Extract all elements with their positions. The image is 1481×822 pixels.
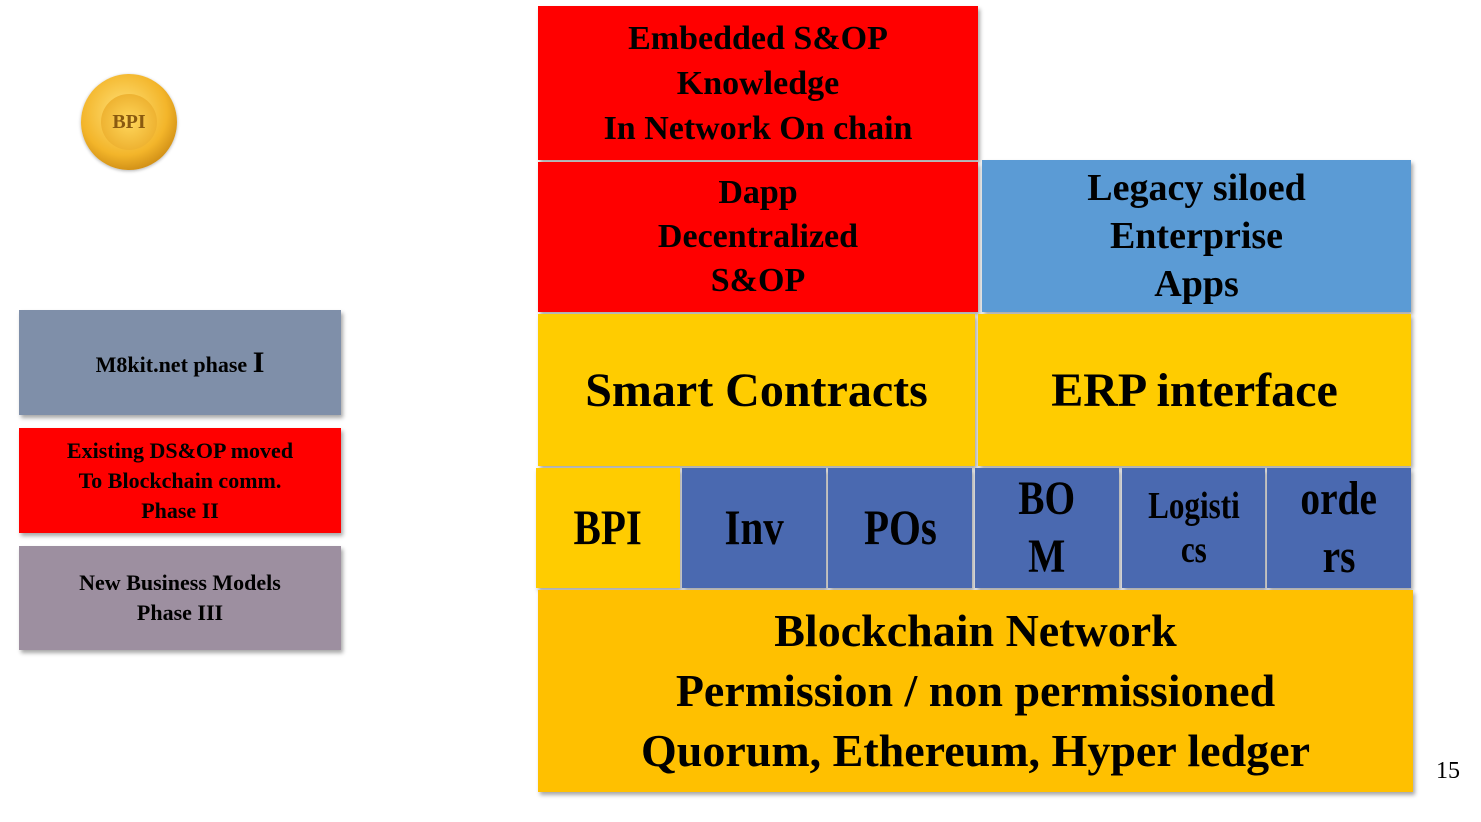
box-line: Apps [1154,263,1239,305]
module-inv: Inv [682,468,826,588]
box-line: S&OP [710,262,806,299]
module-label: orde [1300,472,1378,525]
module-label: BPI [573,499,643,556]
box-line: Embedded S&OP [628,19,888,57]
dapp-box: Dapp Decentralized S&OP [538,162,978,312]
legend-phase-3: New Business Models Phase III [19,546,341,650]
module-label: BO [1018,472,1076,525]
legend-line: Phase III [136,600,224,625]
box-line: Dapp [718,174,798,211]
box-line: Knowledge [676,64,840,102]
box-line: Legacy siloed [1087,167,1306,209]
erp-interface-box: ERP interface [978,314,1411,466]
box-line: Decentralized [657,218,859,255]
legend-phase-1-text: M8kit.net phase [95,351,253,377]
box-line: In Network On chain [603,109,913,147]
page-number: 15 [1436,758,1460,784]
smart-contracts-box: Smart Contracts [538,314,975,466]
module-logistics: Logisti cs [1122,468,1265,588]
box-line: Quorum, Ethereum, Hyper ledger [640,725,1311,776]
legend-line: To Blockchain comm. [78,467,282,493]
legend-line: New Business Models [79,570,281,595]
module-label: Inv [724,499,784,556]
module-label: POs [863,499,937,556]
legacy-apps-box: Legacy siloed Enterprise Apps [982,160,1411,312]
module-label: Logisti [1147,485,1240,527]
bpi-coin-logo: BPI [81,74,177,170]
box-line: Enterprise [1109,215,1284,257]
module-label: cs [1180,529,1207,571]
legend-phase-2: Existing DS&OP moved To Blockchain comm.… [19,428,341,533]
box-line: Smart Contracts [585,363,928,417]
legend-line: Existing DS&OP moved [66,437,294,463]
blockchain-network-box: Blockchain Network Permission / non perm… [538,590,1413,792]
legend-phase-1: M8kit.net phase I [19,310,341,415]
module-bom: BO M [975,468,1119,588]
legend-phase-1-label: M8kit.net phase I [96,346,265,380]
module-orders: orde rs [1267,468,1411,588]
box-line: Permission / non permissioned [675,665,1276,716]
module-bpi: BPI [536,468,680,588]
box-line: ERP interface [1051,363,1338,417]
legend-line: Phase II [141,497,219,523]
embedded-sop-box: Embedded S&OP Knowledge In Network On ch… [538,6,978,160]
module-label: M [1028,530,1066,583]
module-label: rs [1322,530,1356,583]
legend-phase-1-numeral: I [252,345,265,379]
module-pos: POs [828,468,972,588]
box-line: Blockchain Network [774,605,1177,656]
logo-text: BPI [101,94,157,150]
